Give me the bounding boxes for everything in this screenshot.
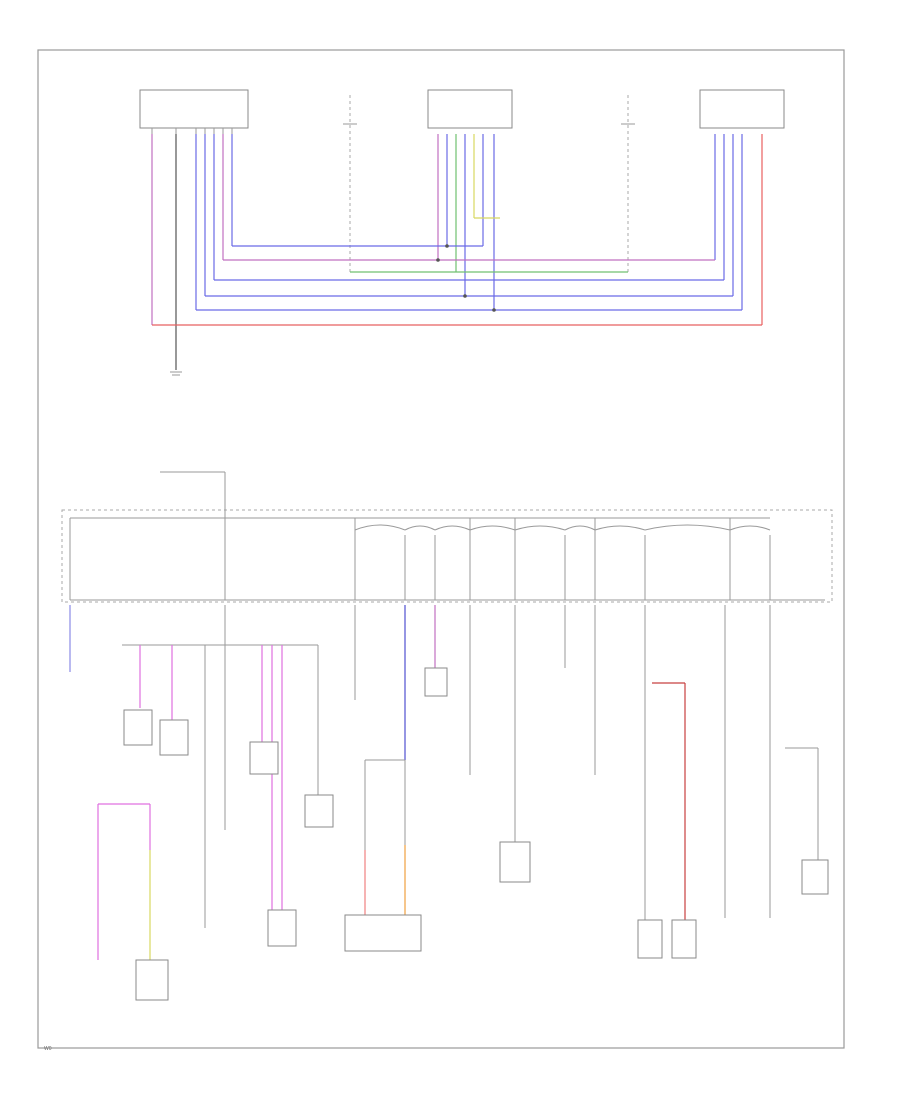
- component-box-6: [135, 959, 169, 1001]
- module-box-1: [139, 89, 249, 129]
- fuse-box-outline: [61, 509, 833, 603]
- module-box-5: [699, 89, 785, 129]
- component-box-8: [424, 667, 448, 697]
- component-box-5: [267, 909, 297, 947]
- module-box-3: [427, 89, 513, 129]
- fuse-box: [61, 471, 833, 603]
- diagram-frame: [37, 49, 845, 1049]
- component-box-4: [304, 794, 334, 828]
- component-box-11: [671, 919, 697, 959]
- top-modules: [139, 89, 785, 272]
- lower-wiring: [69, 605, 829, 1001]
- corner-label: W0: [44, 1046, 52, 1052]
- top-wiring: [151, 134, 763, 370]
- component-box-7: [344, 914, 422, 952]
- component-box-12: [801, 859, 829, 895]
- component-box-1: [123, 709, 153, 746]
- module-1-pins: [151, 128, 233, 134]
- component-box-3: [249, 741, 279, 775]
- ground-symbol-top: [170, 371, 182, 376]
- component-box-9: [499, 841, 531, 883]
- component-box-2: [159, 719, 189, 756]
- component-box-10: [637, 919, 663, 959]
